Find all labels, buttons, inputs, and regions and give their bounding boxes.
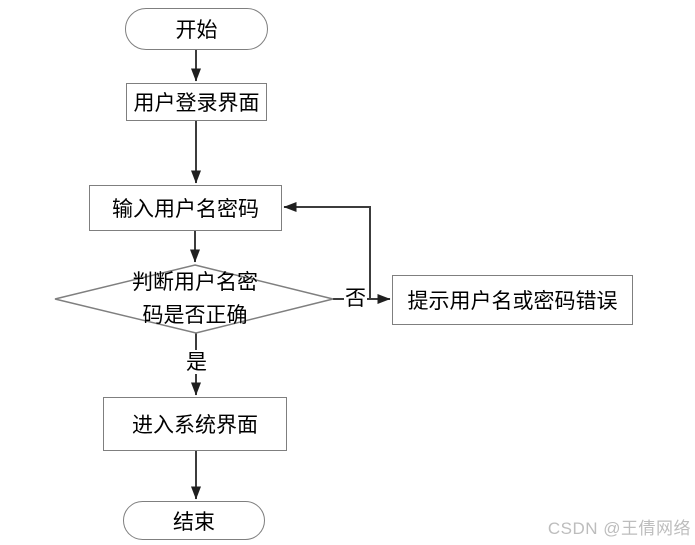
flow-node-check-credentials-line1: 判断用户名密 — [132, 270, 258, 294]
decision-diamond-shape — [54, 264, 334, 334]
flow-node-input-credentials-label: 输入用户名密码 — [112, 197, 259, 221]
flow-node-end-label: 结束 — [173, 509, 215, 534]
flow-node-check-credentials: 判断用户名密 码是否正确 — [75, 262, 315, 336]
flow-node-enter-system: 进入系统界面 — [103, 397, 287, 451]
flow-node-login-ui-label: 用户登录界面 — [133, 91, 260, 115]
csdn-watermark: CSDN @王倩网络 — [547, 519, 691, 538]
edge-label-yes: 是 — [185, 350, 208, 374]
flow-node-enter-system-label: 进入系统界面 — [132, 413, 258, 437]
flow-node-error-prompt: 提示用户名或密码错误 — [392, 275, 633, 325]
edge-label-no: 否 — [344, 286, 367, 310]
flow-node-start-label: 开始 — [175, 18, 218, 42]
flow-node-login-ui: 用户登录界面 — [126, 83, 267, 121]
flow-node-start: 开始 — [125, 8, 268, 50]
flow-node-end: 结束 — [123, 501, 265, 540]
flow-node-input-credentials: 输入用户名密码 — [89, 185, 282, 231]
connector-error-feedback-loop — [283, 202, 371, 299]
flow-node-check-credentials-line2: 码是否正确 — [142, 303, 248, 327]
flow-node-error-prompt-label: 提示用户名或密码错误 — [407, 289, 618, 313]
